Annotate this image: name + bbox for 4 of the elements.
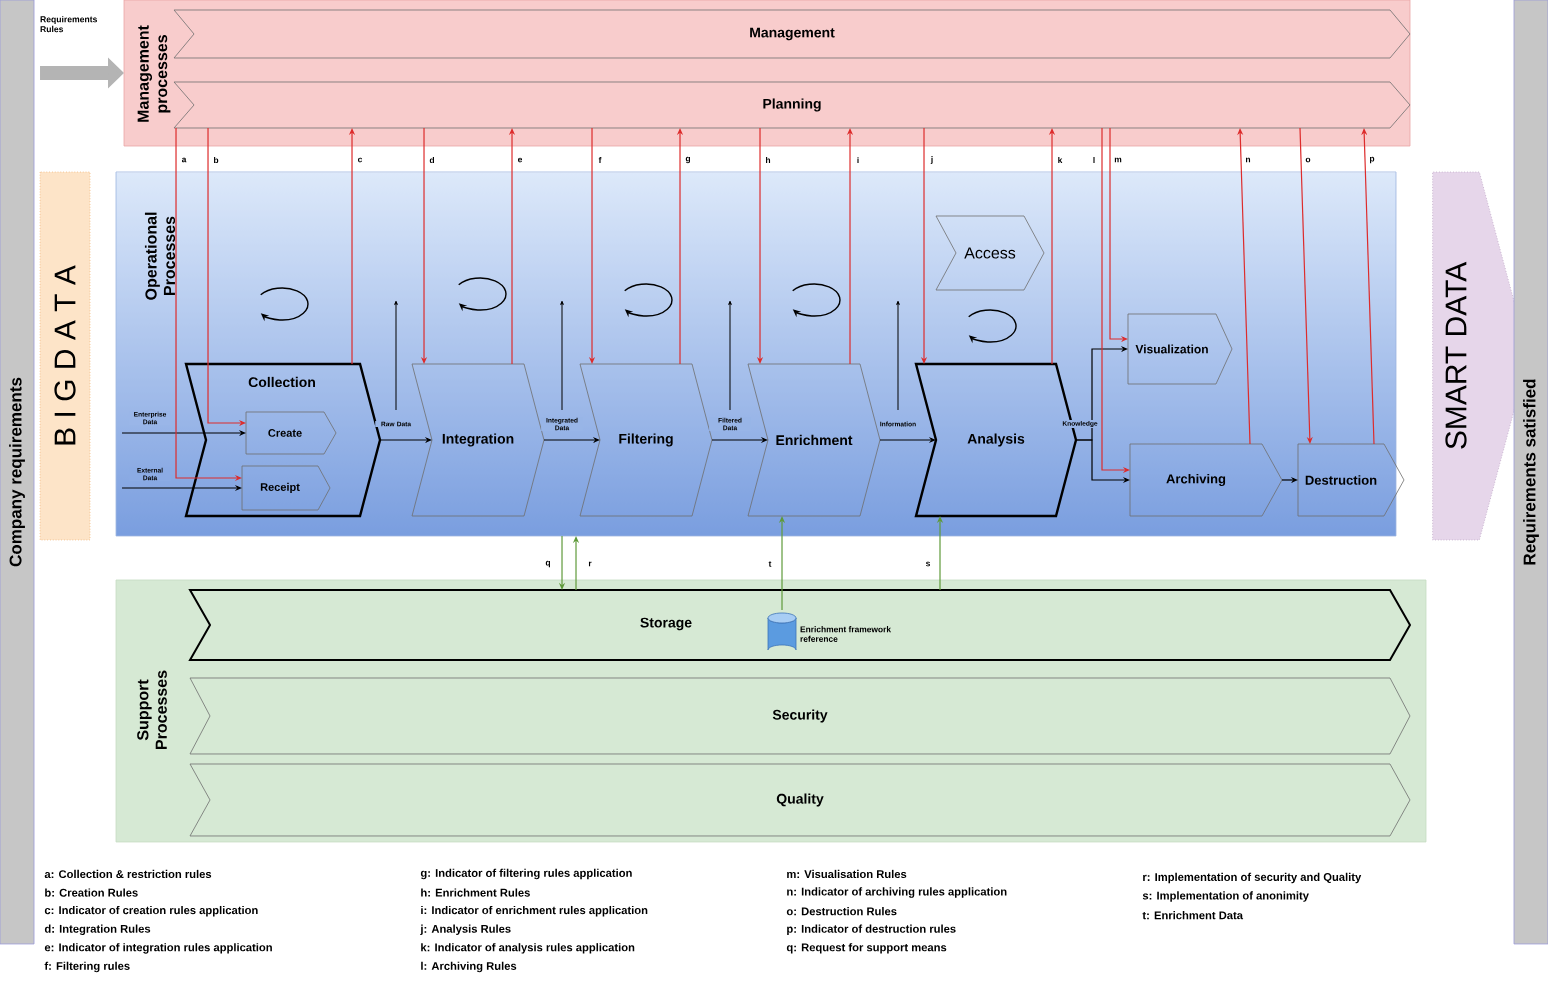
side-bar: Company requirements bbox=[0, 0, 35, 945]
side-bar: Requirements satisfied bbox=[1513, 0, 1548, 945]
process-box: Access bbox=[935, 215, 1045, 291]
data-band: B I G D A T A bbox=[39, 171, 91, 541]
